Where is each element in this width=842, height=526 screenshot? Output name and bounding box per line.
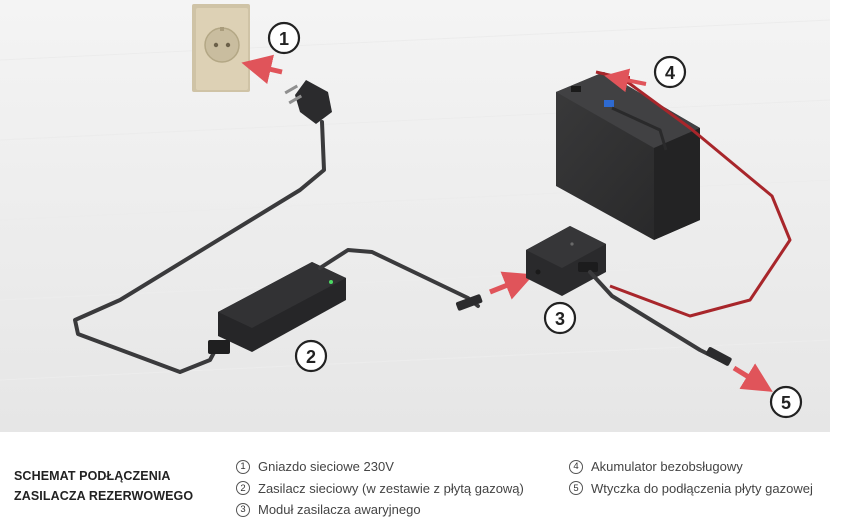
legend-item: 2 Zasilacz sieciowy (w zestawie z płytą … [236, 478, 524, 500]
arrow-icon [489, 271, 534, 300]
legend-title: SCHEMAT PODŁĄCZENIA ZASILACZA REZERWOWEG… [14, 469, 194, 503]
legend-text: Gniazdo sieciowe 230V [258, 459, 394, 475]
marker-5: 5 [769, 385, 803, 419]
legend-text: Moduł zasilacza awaryjnego [258, 502, 421, 518]
svg-text:4: 4 [665, 63, 675, 83]
background [0, 0, 830, 432]
legend-number: 5 [569, 481, 583, 496]
battery-black-wire [611, 106, 668, 151]
marker-2: 2 [294, 339, 328, 373]
legend-number: 3 [236, 502, 250, 517]
legend-column-right: 4 Akumulator bezobsługowy 5 Wtyczka do p… [569, 456, 813, 499]
battery-icon [556, 72, 700, 240]
svg-text:2: 2 [306, 347, 316, 367]
plug-icon [284, 80, 332, 124]
legend-number: 1 [236, 459, 250, 474]
ups-module-icon [526, 226, 606, 296]
marker-4: 4 [653, 55, 687, 89]
marker-1: 1 [267, 21, 301, 55]
svg-text:5: 5 [781, 393, 791, 413]
legend-column-left: 1 Gniazdo sieciowe 230V 2 Zasilacz sieci… [236, 456, 524, 521]
arrow-icon [732, 363, 773, 392]
legend-item: 5 Wtyczka do podłączenia płyty gazowej [569, 478, 813, 500]
legend-text: Wtyczka do podłączenia płyty gazowej [591, 480, 813, 496]
legend-text: Zasilacz sieciowy (w zestawie z płytą ga… [258, 480, 524, 496]
svg-text:1: 1 [279, 29, 289, 49]
arrow-icon [604, 68, 647, 93]
power-adapter-icon [208, 262, 346, 354]
connection-diagram: 1 2 3 4 5 [0, 0, 830, 432]
svg-text:3: 3 [555, 309, 565, 329]
legend-number: 4 [569, 459, 583, 474]
legend-item: 4 Akumulator bezobsługowy [569, 456, 813, 478]
marker-3: 3 [543, 301, 577, 335]
legend-number: 2 [236, 481, 250, 496]
legend-item: 1 Gniazdo sieciowe 230V [236, 456, 524, 478]
legend-item: 3 Moduł zasilacza awaryjnego [236, 499, 524, 521]
arrow-icon [241, 54, 283, 84]
battery-red-wire [595, 70, 792, 318]
mains-cable [73, 120, 326, 374]
wall-socket-icon [192, 4, 250, 92]
legend-text: Akumulator bezobsługowy [591, 459, 743, 475]
